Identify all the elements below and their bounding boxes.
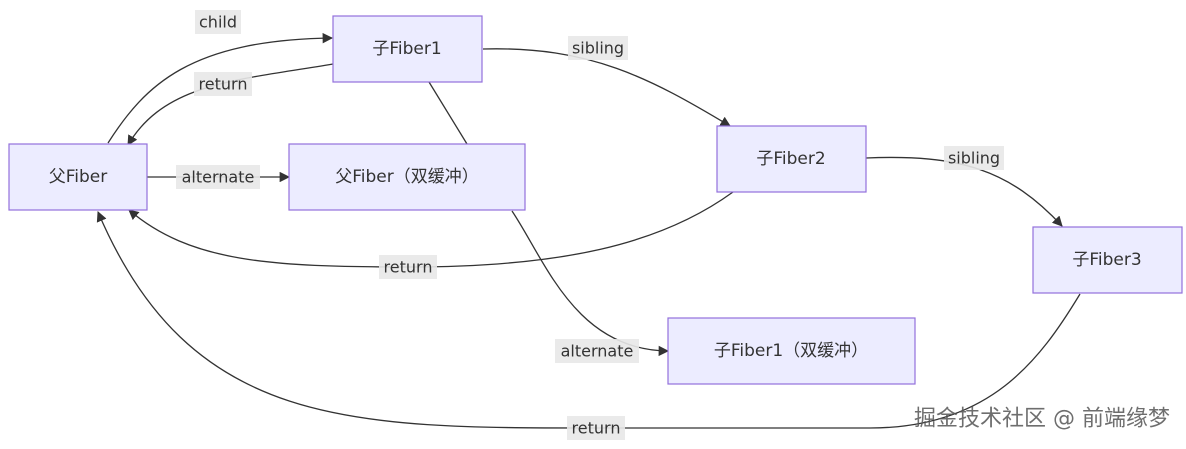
label-child: child	[195, 10, 241, 34]
label-sibling-2-3-text: sibling	[948, 149, 1000, 168]
node-child1-alt-label: 子Fiber1（双缓冲）	[714, 341, 868, 361]
label-return-child3: return	[567, 416, 625, 440]
node-parent-label: 父Fiber	[49, 167, 108, 187]
edge-labels: child return alternate sibling sibling r…	[176, 10, 1004, 440]
label-return-child1: return	[194, 72, 252, 96]
label-return-child2: return	[379, 255, 437, 279]
edge-return-child3	[96, 211, 1081, 429]
edge-child	[107, 32, 334, 144]
label-alternate-parent: alternate	[176, 165, 260, 189]
label-return-child1-text: return	[199, 75, 248, 94]
node-child2-label: 子Fiber2	[756, 149, 825, 169]
node-child1-alt: 子Fiber1（双缓冲）	[667, 317, 916, 385]
nodes: 父Fiber 父Fiber（双缓冲） 子Fiber1 子Fiber2 子Fibe…	[8, 15, 1183, 385]
label-sibling-1-2: sibling	[568, 36, 628, 60]
label-return-child3-text: return	[572, 419, 621, 438]
node-child1-label: 子Fiber1	[372, 39, 441, 59]
edge-sibling-1-2	[482, 48, 731, 127]
label-sibling-2-3: sibling	[944, 146, 1004, 170]
node-parent: 父Fiber	[8, 143, 148, 211]
node-parent-alt-label: 父Fiber（双缓冲）	[335, 167, 479, 187]
node-child3: 子Fiber3	[1032, 226, 1183, 294]
label-sibling-1-2-text: sibling	[572, 39, 624, 58]
label-alternate-child1-text: alternate	[561, 342, 634, 361]
watermark: 掘金技术社区 @ 前端缘梦	[914, 407, 1170, 432]
edge-child1-to-parent-alt	[428, 81, 468, 145]
edge-alternate-child1	[511, 210, 670, 357]
node-child2: 子Fiber2	[716, 125, 867, 193]
edges	[96, 32, 1081, 429]
node-child1: 子Fiber1	[332, 15, 483, 83]
label-alternate-child1: alternate	[555, 339, 639, 363]
node-parent-alt: 父Fiber（双缓冲）	[288, 143, 526, 211]
label-child-text: child	[199, 13, 237, 32]
label-return-child2-text: return	[384, 258, 433, 277]
label-alternate-parent-text: alternate	[182, 168, 255, 187]
node-child3-label: 子Fiber3	[1072, 250, 1141, 270]
